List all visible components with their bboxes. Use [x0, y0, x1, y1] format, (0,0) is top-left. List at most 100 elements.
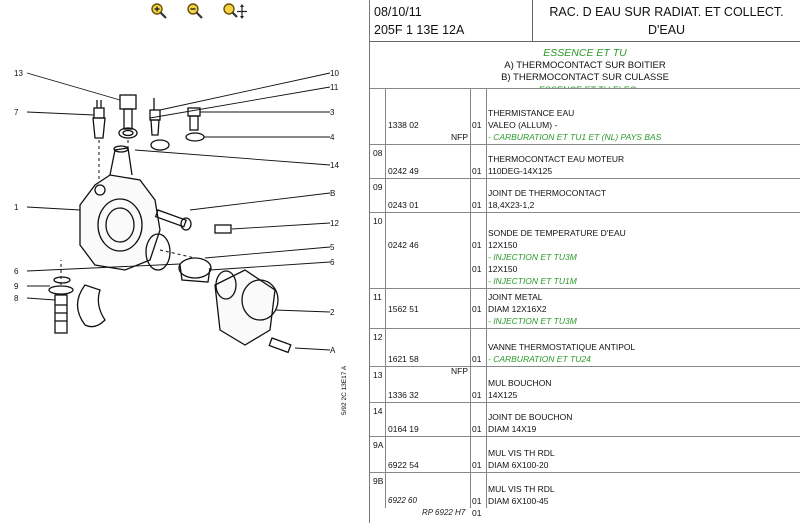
subheader: ESSENCE ET TU A) THERMOCONTACT SUR BOITI…: [370, 42, 800, 88]
row-qty-value: 01: [472, 496, 482, 506]
row-nfp: NFP: [451, 132, 468, 142]
row-index: 08: [370, 145, 386, 178]
row-desc-line: DIAM 12X16X2: [488, 304, 547, 314]
zoom-out-icon: [187, 3, 203, 19]
callout-label: 7: [14, 108, 19, 117]
row-ref-value: 1562 51: [388, 304, 419, 314]
row-desc-line: JOINT DE BOUCHON: [488, 412, 573, 422]
row-qty-value: 01: [472, 508, 482, 518]
row-desc-line: THERMOCONTACT EAU MOTEUR: [488, 154, 625, 164]
row-desc: JOINT DE BOUCHON DIAM 14X19: [487, 403, 800, 436]
row-index: 9B: [370, 473, 386, 508]
row-desc-line: - CARBURATION ET TU24: [488, 354, 591, 364]
row-desc-line: MUL VIS TH RDL: [488, 448, 555, 458]
zoom-toolbar: [150, 2, 248, 20]
row-index: [370, 89, 386, 144]
callout-label: 4: [330, 133, 335, 142]
row-desc-line: MUL BOUCHON: [488, 378, 552, 388]
row-desc-line: DIAM 14X19: [488, 424, 537, 434]
row-qty-value: 01: [472, 304, 482, 314]
row-desc: JOINT METAL DIAM 12X16X2 - INJECTION ET TU…: [487, 289, 800, 328]
row-desc-line: SONDE DE TEMPERATURE D'EAU: [488, 228, 626, 238]
callout-label: 3: [330, 108, 335, 117]
subheader-b: B) THERMOCONTACT SUR CULASSE: [501, 72, 669, 83]
row-ref-value: 0242 46: [388, 240, 419, 250]
row-desc-line: - INJECTION ET TU3M: [488, 316, 577, 326]
row-ref-value: 6922 60: [388, 496, 417, 505]
row-ref-value: 0243 01: [388, 200, 419, 210]
row-index: 11: [370, 289, 386, 328]
row-desc-line: JOINT METAL: [488, 292, 543, 302]
row-ref-value: 1621 58: [388, 354, 419, 364]
row-ref: 6922 54: [386, 437, 471, 472]
row-qty-value: 01: [472, 390, 482, 400]
row-desc-line: THERMISTANCE EAU: [488, 108, 575, 118]
header-code: 205F 1 13E 12A: [374, 23, 465, 37]
callout-label: B: [330, 189, 335, 198]
row-desc: MUL VIS TH RDL DIAM 6X100-20: [487, 437, 800, 472]
row-qty-value: 01: [472, 424, 482, 434]
row-qty: 01: [471, 289, 487, 328]
row-ref: 0164 19: [386, 403, 471, 436]
zoom-in-icon: [151, 3, 167, 19]
row-qty-value: 01: [472, 200, 482, 210]
row-ref-value: 1336 32: [388, 390, 419, 400]
zoom-in-button[interactable]: [150, 2, 168, 20]
subheader-essence: ESSENCE ET TU: [543, 47, 627, 59]
header-title-line2: D'EAU: [647, 23, 686, 37]
row-desc-line: 18,4X23-1,2: [488, 200, 535, 210]
row-qty-value: 01: [472, 460, 482, 470]
row-ref: 1562 51: [386, 289, 471, 328]
row-qty-value: 01: [472, 240, 482, 250]
callout-label: 13: [14, 69, 23, 78]
callout-label: 12: [330, 219, 339, 228]
zoom-move-button[interactable]: [222, 2, 248, 20]
zoom-out-button[interactable]: [186, 2, 204, 20]
row-qty: 01: [471, 437, 487, 472]
callout-label: 9: [14, 282, 19, 291]
header-date: 08/10/11: [374, 5, 422, 19]
row-desc-line: 12X150: [488, 240, 518, 250]
row-ref-value: 1338 02: [388, 120, 419, 130]
row-ref: 6922 60: [386, 473, 471, 508]
row-index: 9A: [370, 437, 386, 472]
row-ref: 1621 58 NFP: [386, 329, 471, 376]
header-title: RAC. D EAU SUR RADIAT. ET COLLECT. D'EAU: [533, 0, 800, 42]
row-ref-value: 6922 54: [388, 460, 419, 470]
row-index: 09: [370, 179, 386, 212]
subheader-clipped: - ESSENCE ET TU ELEC: [370, 84, 800, 88]
subheader-a: A) THERMOCONTACT SUR BOITIER: [504, 60, 666, 71]
row-ref-value: 0242 49: [388, 166, 419, 176]
row-desc-line: DIAM 6X100-20: [488, 460, 549, 470]
row-desc-line: 14X125: [488, 390, 518, 400]
row-qty: 01: [471, 329, 487, 366]
callout-label: 14: [330, 161, 339, 170]
row-qty-value: 01: [472, 120, 482, 130]
header-title-line1: RAC. D EAU SUR RADIAT. ET COLLECT.: [549, 5, 784, 19]
row-qty: 01: [471, 403, 487, 436]
parts-list-pane: 08/10/11 205F 1 13E 12A RAC. D EAU SUR R…: [370, 0, 800, 523]
row-qty: 01: [471, 145, 487, 178]
row-nfp: NFP: [451, 366, 468, 376]
row-desc-line: DIAM 6X100-45: [488, 496, 549, 506]
row-desc-line: - INJECTION ET TU3M: [488, 252, 577, 262]
row-desc: SONDE DE TEMPERATURE D'EAU 12X150 - INJECT…: [487, 213, 800, 288]
row-desc-line: JOINT DE THERMOCONTACT: [488, 188, 607, 198]
row-qty-value: 01: [472, 264, 482, 274]
header: 08/10/11 205F 1 13E 12A RAC. D EAU SUR R…: [370, 0, 800, 42]
